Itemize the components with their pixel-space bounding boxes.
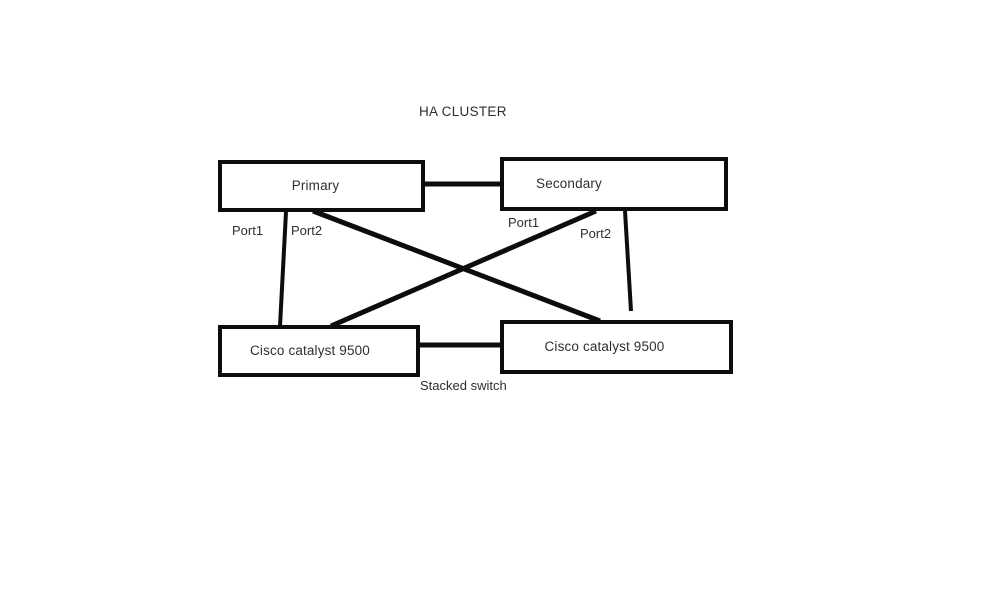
diagram-title: HA CLUSTER: [419, 104, 507, 119]
node-secondary[interactable]: Secondary: [500, 157, 728, 211]
port-label-secondary-port2: Port2: [580, 226, 612, 241]
node-switch-left-label: Cisco catalyst 9500: [250, 343, 370, 359]
port-label-secondary-port1: Port1: [508, 215, 540, 230]
node-primary[interactable]: Primary: [218, 160, 425, 212]
secondary-port1-to-switch-left: [330, 208, 597, 329]
node-switch-right[interactable]: Cisco catalyst 9500: [500, 320, 733, 374]
node-switch-left[interactable]: Cisco catalyst 9500: [218, 325, 420, 377]
primary-port1-to-switch-left: [278, 211, 288, 327]
node-secondary-label: Secondary: [536, 176, 602, 192]
port-label-primary-port1: Port1: [232, 223, 264, 238]
node-primary-label: Primary: [291, 178, 340, 194]
stacked-switch-annotation: Stacked switch: [420, 378, 507, 393]
node-switch-right-label: Cisco catalyst 9500: [544, 339, 665, 355]
secondary-port2-to-switch-right: [623, 210, 633, 312]
primary-port2-to-switch-right: [312, 208, 601, 324]
port-label-primary-port2: Port2: [291, 223, 323, 238]
